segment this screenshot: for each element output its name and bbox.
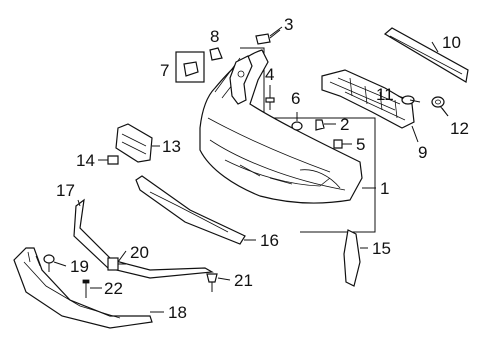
callout-3: 3 — [284, 15, 293, 34]
callout-10: 10 — [442, 33, 461, 52]
screw-2 — [315, 119, 336, 131]
deflector — [343, 229, 368, 287]
callout-9: 9 — [418, 143, 427, 162]
callout-14: 14 — [76, 151, 95, 170]
lower-valance — [13, 247, 153, 329]
callout-15: 15 — [372, 239, 391, 258]
callout-16: 16 — [260, 231, 279, 250]
bolt-22 — [82, 279, 90, 298]
callout-2: 2 — [340, 115, 349, 134]
callout-8: 8 — [210, 27, 219, 46]
callout-11: 11 — [376, 85, 394, 104]
callout-19: 19 — [70, 257, 89, 276]
callout-20: 20 — [130, 243, 149, 262]
upper-bracket — [229, 55, 253, 105]
screw-3 — [255, 29, 281, 45]
callout-6: 6 — [291, 89, 300, 108]
callout-13: 13 — [162, 137, 181, 156]
reinforcement-bar — [383, 27, 469, 83]
license-plate-bracket — [115, 123, 160, 163]
nut-12 — [431, 96, 449, 117]
callout-5: 5 — [356, 135, 365, 154]
callout-4: 4 — [265, 65, 274, 84]
clip-7 — [183, 61, 199, 77]
clip-8 — [209, 47, 223, 61]
callout-7: 7 — [160, 61, 169, 80]
callout-12: 12 — [450, 119, 469, 138]
callout-17: 17 — [56, 181, 75, 200]
callout-21: 21 — [234, 271, 253, 290]
pushpin-19 — [43, 254, 55, 272]
bolt-4 — [265, 85, 275, 110]
assembly-bracket — [240, 47, 376, 233]
bolt-11 — [397, 95, 415, 105]
leader-lines — [53, 26, 449, 313]
lower-grille — [135, 175, 246, 245]
clip-20 — [107, 257, 126, 271]
nut-6 — [291, 112, 303, 131]
callout-18: 18 — [168, 303, 187, 322]
callout-1: 1 — [380, 179, 389, 198]
screw-21 — [206, 273, 218, 292]
energy-absorber — [321, 69, 419, 143]
callout-22: 22 — [104, 279, 123, 298]
